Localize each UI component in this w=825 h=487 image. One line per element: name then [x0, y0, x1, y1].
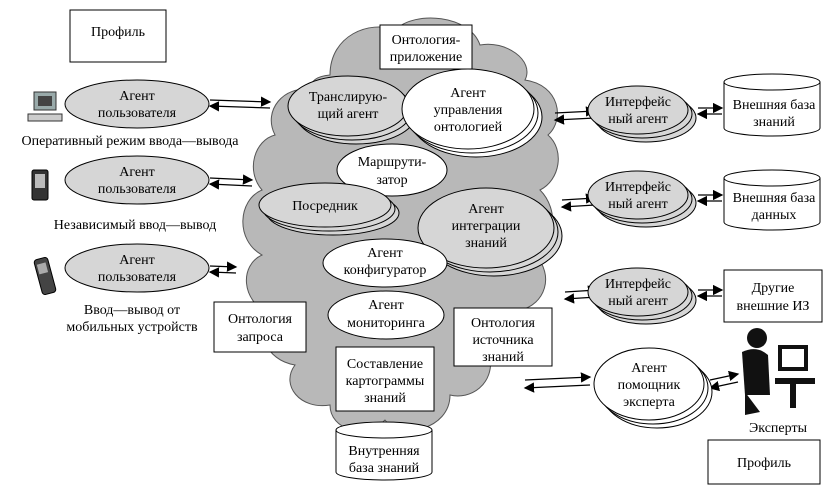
external-knowledge-base-cylinder: Внешняя база знаний	[723, 73, 821, 137]
svg-text:пользователя: пользователя	[98, 106, 177, 121]
svg-text:затор: затор	[376, 173, 407, 188]
svg-text:помощник: помощник	[618, 378, 681, 393]
svg-text:Внешняя база: Внешняя база	[733, 98, 817, 113]
svg-text:Агент: Агент	[631, 361, 667, 376]
user-agent-3-caption-line1: Ввод—вывод от	[84, 303, 180, 318]
svg-text:Онтология: Онтология	[228, 312, 293, 327]
interface-agent-2: Интерфейс ный агент	[587, 170, 697, 228]
svg-text:эксперта: эксперта	[623, 395, 675, 410]
svg-text:Профиль: Профиль	[737, 456, 791, 471]
user-agent-3-caption-line2: мобильных устройств	[66, 320, 198, 335]
svg-text:Агент: Агент	[367, 246, 403, 261]
internal-knowledge-base-cylinder: Внутренняя база знаний	[335, 421, 433, 481]
svg-text:знаний: знаний	[482, 350, 524, 365]
interface-agent-1: Интерфейс ный агент	[587, 85, 697, 143]
svg-text:Транслирую-: Транслирую-	[309, 90, 388, 105]
svg-text:Составление: Составление	[347, 357, 423, 372]
svg-text:Агент: Агент	[119, 165, 155, 180]
svg-text:картограммы: картограммы	[346, 374, 425, 389]
other-external-sources-box: Другие внешние ИЗ	[723, 269, 823, 323]
profile-box-top: Профиль	[69, 9, 167, 63]
pda-icon	[31, 169, 49, 201]
svg-text:интеграции: интеграции	[452, 219, 521, 234]
svg-text:конфигуратор: конфигуратор	[344, 263, 427, 278]
monitoring-agent: Агент мониторинга	[327, 290, 445, 340]
svg-text:Агент: Агент	[450, 86, 486, 101]
router-agent: Маршрути- затор	[336, 143, 448, 197]
interface-agent-3: Интерфейс ный агент	[587, 267, 697, 325]
svg-text:пользователя: пользователя	[98, 182, 177, 197]
svg-text:Маршрути-: Маршрути-	[358, 155, 427, 170]
user-agent-1-caption: Оперативный режим ввода—вывода	[21, 134, 239, 149]
svg-text:Посредник: Посредник	[292, 199, 358, 214]
mediator-agent: Посредник	[258, 182, 400, 236]
mobile-phone-icon	[33, 256, 57, 296]
user-agent-1: Агент пользователя	[64, 79, 210, 129]
interface-arrows	[523, 102, 740, 393]
svg-text:Внутренняя: Внутренняя	[348, 444, 420, 459]
svg-text:щий агент: щий агент	[318, 107, 379, 122]
svg-text:знаний: знаний	[753, 115, 795, 130]
svg-text:Внешняя база: Внешняя база	[733, 191, 817, 206]
svg-text:Интерфейс: Интерфейс	[605, 277, 671, 292]
svg-text:ный агент: ный агент	[608, 112, 668, 127]
user-agent-3: Агент пользователя	[64, 243, 210, 293]
svg-text:Онтология-: Онтология-	[392, 33, 461, 48]
svg-text:Агент: Агент	[368, 298, 404, 313]
svg-text:ный агент: ный агент	[608, 197, 668, 212]
user-agent-2-caption: Независимый ввод—вывод	[54, 218, 216, 233]
svg-text:внешние ИЗ: внешние ИЗ	[737, 299, 810, 314]
svg-text:Профиль: Профиль	[91, 25, 145, 40]
query-ontology-box: Онтология запроса	[213, 301, 307, 353]
configurator-agent: Агент конфигуратор	[322, 238, 448, 288]
svg-text:Онтология: Онтология	[471, 316, 536, 331]
svg-text:онтологией: онтологией	[434, 120, 503, 135]
user-agent-arrows	[208, 96, 272, 278]
svg-text:источника: источника	[472, 333, 534, 348]
expert-at-computer-icon	[742, 328, 815, 415]
translating-agent: Транслирую- щий агент	[287, 75, 417, 145]
experts-label: Эксперты	[749, 421, 808, 436]
svg-text:запроса: запроса	[237, 330, 284, 345]
svg-text:приложение: приложение	[390, 50, 463, 65]
svg-text:знаний: знаний	[364, 391, 406, 406]
desktop-computer-icon	[27, 91, 63, 122]
knowledge-cartogram-box: Составление картограммы знаний	[335, 346, 435, 412]
svg-text:ный агент: ный агент	[608, 294, 668, 309]
svg-text:Агент: Агент	[119, 253, 155, 268]
profile-box-bottom: Профиль	[707, 439, 821, 485]
ontology-application-box: Онтология- приложение	[379, 24, 473, 70]
svg-text:пользователя: пользователя	[98, 270, 177, 285]
user-agent-2: Агент пользователя	[64, 155, 210, 205]
svg-text:Агент: Агент	[119, 89, 155, 104]
svg-text:база знаний: база знаний	[349, 461, 420, 476]
knowledge-integration-agent: Агент интеграции знаний	[417, 187, 563, 277]
svg-text:Другие: Другие	[752, 281, 795, 296]
expert-assistant-agent: Агент помощник эксперта	[593, 347, 713, 429]
external-database-cylinder: Внешняя база данных	[723, 169, 821, 231]
knowledge-source-ontology-box: Онтология источника знаний	[453, 307, 553, 367]
svg-text:данных: данных	[752, 208, 797, 223]
svg-text:управления: управления	[434, 103, 503, 118]
svg-text:Интерфейс: Интерфейс	[605, 180, 671, 195]
svg-text:мониторинга: мониторинга	[347, 316, 426, 331]
ontology-management-agent: Агент управления онтологией	[401, 68, 543, 158]
svg-text:знаний: знаний	[465, 236, 507, 251]
svg-text:Агент: Агент	[468, 202, 504, 217]
svg-text:Интерфейс: Интерфейс	[605, 95, 671, 110]
